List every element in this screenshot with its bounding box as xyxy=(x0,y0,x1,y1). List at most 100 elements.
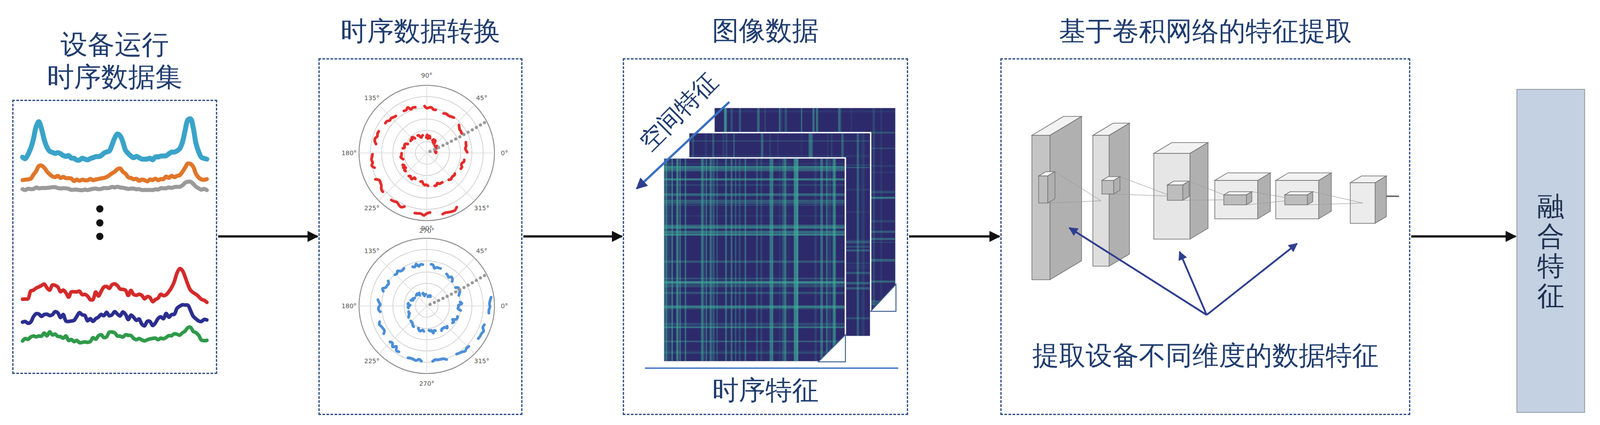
heatmap-stripe xyxy=(664,178,845,182)
polar-trace xyxy=(434,182,443,187)
polar-trace xyxy=(408,176,416,180)
polar-trace xyxy=(408,358,422,362)
heatmap-stripe xyxy=(714,110,896,113)
polar-plot xyxy=(359,85,495,221)
panel-heading: 设备运行 时序数据集 xyxy=(33,27,196,94)
polar-trace xyxy=(412,264,423,268)
polar-trace xyxy=(404,107,416,112)
angle-label: 180° xyxy=(341,303,357,310)
polar-trace xyxy=(410,137,416,141)
heatmap-stripe xyxy=(829,158,832,362)
polar-spoke xyxy=(426,153,428,221)
heatmap-stripe xyxy=(664,166,845,169)
temporal-axis-line xyxy=(644,368,899,370)
heatmap-stripe xyxy=(664,353,845,355)
heatmap-stripe xyxy=(664,233,845,236)
polar-dot xyxy=(466,130,470,135)
dashed-panel: 设备运行 时序数据集 xyxy=(12,99,218,375)
polar-dot xyxy=(462,286,466,290)
heatmap-stripe xyxy=(784,158,787,362)
heatmap-stripe xyxy=(664,282,845,285)
polar-trace xyxy=(402,164,406,172)
heatmap-stripe xyxy=(664,202,845,204)
polar-trace xyxy=(432,139,436,145)
cnn-layer xyxy=(1318,172,1332,220)
heatmap-stripe xyxy=(670,158,673,362)
cnn-layers xyxy=(1031,116,1400,316)
polar-trace xyxy=(374,131,379,145)
polar-spoke xyxy=(378,105,427,154)
polar-trace xyxy=(377,299,381,313)
polar-spoke xyxy=(426,85,428,154)
polar-trace xyxy=(416,293,420,296)
series-line xyxy=(22,305,207,327)
polar-trace xyxy=(390,342,400,353)
heatmap-stripe xyxy=(664,352,845,355)
heatmap-stripe xyxy=(664,199,845,201)
ellipsis-dot xyxy=(96,233,104,241)
page-curl xyxy=(870,284,896,312)
kernel-link xyxy=(1307,203,1363,206)
heatmap-stripe xyxy=(664,204,845,206)
series-line xyxy=(22,163,207,182)
heatmap-stripe xyxy=(745,158,747,362)
heatmap-stripe xyxy=(664,194,845,197)
heatmap-stripe xyxy=(664,281,845,284)
conv-kernel xyxy=(1113,177,1120,195)
polar-spoke xyxy=(378,306,427,355)
polar-dot xyxy=(474,125,478,130)
polar-spoke xyxy=(378,258,427,307)
series-line xyxy=(22,268,207,303)
polar-dot xyxy=(470,281,474,285)
angle-label: 90° xyxy=(421,225,433,232)
cnn-layer xyxy=(1189,142,1209,240)
heatmap-stripe xyxy=(793,158,797,362)
polar-trace xyxy=(415,212,431,216)
heatmap-stripe xyxy=(664,323,845,327)
heatmap-stripe xyxy=(796,158,799,362)
heatmap-stripe xyxy=(738,158,741,362)
heatmap-stripe xyxy=(664,200,845,203)
heatmap-stripe xyxy=(709,158,712,362)
kernel-link xyxy=(1054,171,1101,201)
heatmap-stripe xyxy=(755,158,758,362)
polar-trace xyxy=(478,325,485,340)
heatmap-stripe xyxy=(664,178,845,180)
cnn-layer xyxy=(1257,172,1271,220)
polar-dot xyxy=(441,144,445,148)
polar-dot xyxy=(453,137,458,141)
heatmap-stripe xyxy=(828,158,830,362)
heatmap-stripe xyxy=(664,224,845,228)
page-curl xyxy=(818,335,846,363)
heatmap-stripe xyxy=(856,133,859,336)
heatmap-stripe xyxy=(769,158,773,362)
polar-spoke xyxy=(426,153,475,201)
heatmap-stripe xyxy=(676,158,679,362)
polar-dot xyxy=(470,128,474,132)
heatmap-stripe xyxy=(668,158,670,362)
ellipsis-dot xyxy=(96,205,104,213)
polar-trace xyxy=(408,312,410,318)
heatmap-stripe xyxy=(712,158,715,362)
polar-spoke xyxy=(426,306,475,355)
polar-trace xyxy=(382,281,389,292)
heatmap-stripe xyxy=(769,158,772,362)
heatmap-stripe xyxy=(664,340,845,343)
conv-kernel xyxy=(1047,171,1055,204)
polar-dot xyxy=(441,297,445,301)
heatmap-stripe xyxy=(734,158,737,362)
polar-dot xyxy=(432,148,436,152)
heatmap-stripe xyxy=(814,158,817,362)
node-text: 时序特征 xyxy=(624,374,907,407)
dashed-panel: 图像数据空间特征时序特征 xyxy=(622,58,909,416)
angle-label: 180° xyxy=(341,149,357,157)
polar-trace xyxy=(417,135,423,138)
polar-trace xyxy=(385,116,396,124)
cnn-layer xyxy=(1275,180,1319,220)
node-text: 空间特征 xyxy=(634,67,724,158)
flow-arrow xyxy=(218,235,318,238)
heatmap-stripe xyxy=(664,184,845,187)
heatmap-stripe xyxy=(664,306,845,308)
heatmap-stripe xyxy=(760,158,763,362)
angle-label: 270° xyxy=(419,380,435,388)
